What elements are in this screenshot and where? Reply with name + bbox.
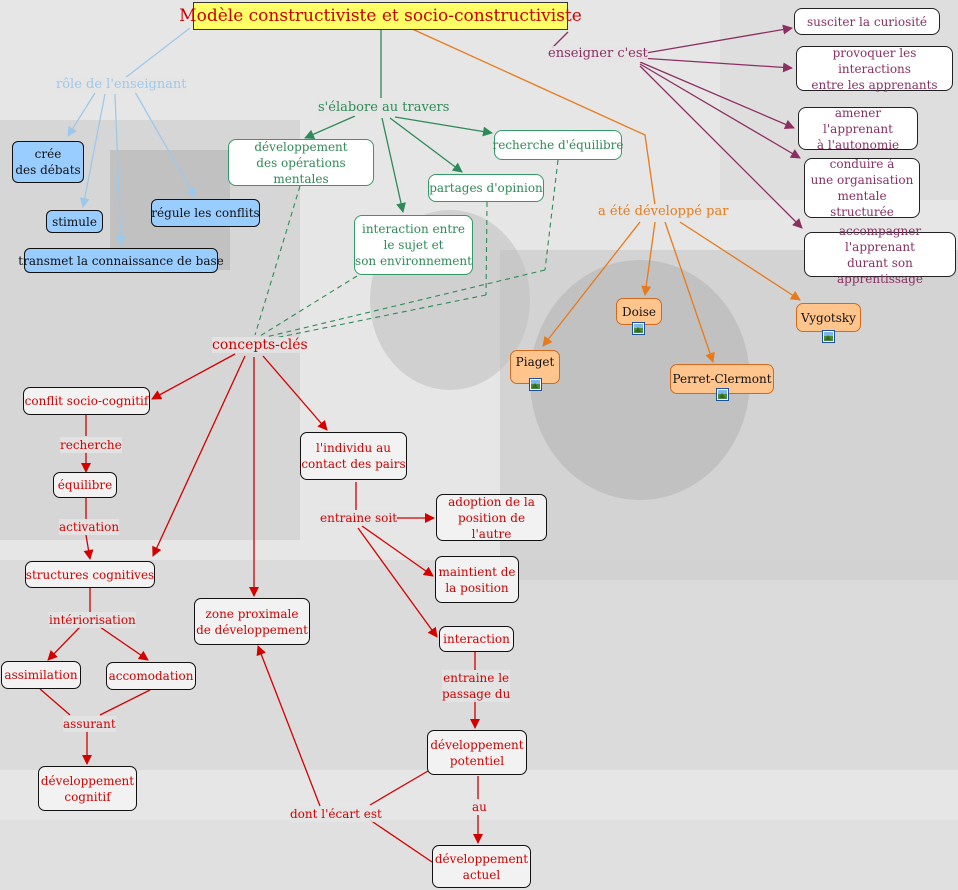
node-provoquer-interactions[interactable]: provoquer les interactions entre les app… bbox=[796, 46, 953, 92]
node-developpement-operations[interactable]: développement des opérations mentales bbox=[228, 139, 374, 186]
label-dont-ecart[interactable]: dont l'écart est bbox=[290, 806, 382, 822]
label-entraine-soit[interactable]: entraine soit bbox=[320, 510, 398, 526]
node-developpement-cognitif[interactable]: développement cognitif bbox=[38, 766, 137, 811]
node-regule-conflits[interactable]: régule les conflits bbox=[151, 199, 260, 227]
label-assurant[interactable]: assurant bbox=[63, 716, 116, 732]
node-recherche-equilibre[interactable]: recherche d'équilibre bbox=[493, 130, 624, 160]
node-accompagner-apprenant[interactable]: accompagner l'apprenant durant son appre… bbox=[804, 224, 956, 286]
label-au[interactable]: au bbox=[472, 799, 487, 815]
node-interaction-sujet[interactable]: interaction entre le sujet et son enviro… bbox=[354, 215, 473, 275]
node-interaction[interactable]: interaction bbox=[439, 626, 514, 652]
node-developpement-potentiel[interactable]: développement potentiel bbox=[427, 730, 527, 775]
image-icon[interactable] bbox=[822, 330, 835, 343]
node-transmet-connaissance[interactable]: transmet la connaissance de base bbox=[18, 248, 224, 273]
links-enseigner bbox=[551, 24, 803, 229]
node-accomodation[interactable]: accomodation bbox=[106, 662, 196, 690]
node-maintient-position[interactable]: maintient de la position bbox=[435, 556, 519, 603]
node-cree-debats[interactable]: crée des débats bbox=[12, 141, 84, 183]
node-amener-autonomie[interactable]: amener l'apprenant à l'autonomie bbox=[798, 106, 918, 152]
node-doise[interactable]: Doise bbox=[616, 298, 662, 325]
label-elabore-au-travers[interactable]: s'élabore au travers bbox=[318, 100, 450, 116]
node-stimule[interactable]: stimule bbox=[46, 210, 103, 233]
node-zone-proximale[interactable]: zone proximale de développement bbox=[194, 598, 310, 645]
node-vygotsky[interactable]: Vygotsky bbox=[796, 303, 861, 332]
node-assimilation[interactable]: assimilation bbox=[1, 661, 81, 689]
links-dashed bbox=[254, 159, 559, 340]
node-conflit-socio-cognitif[interactable]: conflit socio-cognitif bbox=[23, 387, 150, 415]
node-developpement-actuel[interactable]: développement actuel bbox=[432, 845, 531, 888]
label-developpe-par[interactable]: a été développé par bbox=[598, 204, 729, 220]
links-elabore bbox=[304, 30, 493, 213]
node-conduire-organisation[interactable]: conduire à une organisation mentale stru… bbox=[804, 157, 920, 219]
image-icon[interactable] bbox=[632, 322, 645, 335]
image-icon[interactable] bbox=[529, 378, 542, 391]
label-concepts-cles[interactable]: concepts-clés bbox=[212, 337, 308, 353]
map-title[interactable]: Modèle constructiviste et socio-construc… bbox=[179, 2, 582, 30]
node-structures-cognitives[interactable]: structures cognitives bbox=[25, 561, 155, 588]
node-individu-contact-pairs[interactable]: l'individu au contact des pairs bbox=[300, 432, 407, 480]
label-interiorisation[interactable]: intériorisation bbox=[49, 612, 136, 628]
label-entraine-passage[interactable]: entraine le passage du bbox=[442, 670, 511, 702]
links-concepts bbox=[39, 353, 483, 863]
node-equilibre[interactable]: équilibre bbox=[53, 472, 117, 498]
image-icon[interactable] bbox=[716, 388, 729, 401]
node-adoption-position[interactable]: adoption de la position de l'autre bbox=[436, 494, 547, 541]
node-susciter-curiosite[interactable]: susciter la curiosité bbox=[794, 8, 940, 35]
label-role-enseignant[interactable]: rôle de l'enseignant bbox=[56, 77, 187, 93]
links-developpe bbox=[409, 27, 801, 363]
label-recherche[interactable]: recherche bbox=[60, 437, 122, 453]
label-activation[interactable]: activation bbox=[59, 519, 120, 535]
node-partages-opinion[interactable]: partages d'opinion bbox=[428, 174, 544, 202]
label-enseigner-cest[interactable]: enseigner c'est bbox=[548, 46, 648, 62]
links-role bbox=[67, 27, 196, 246]
